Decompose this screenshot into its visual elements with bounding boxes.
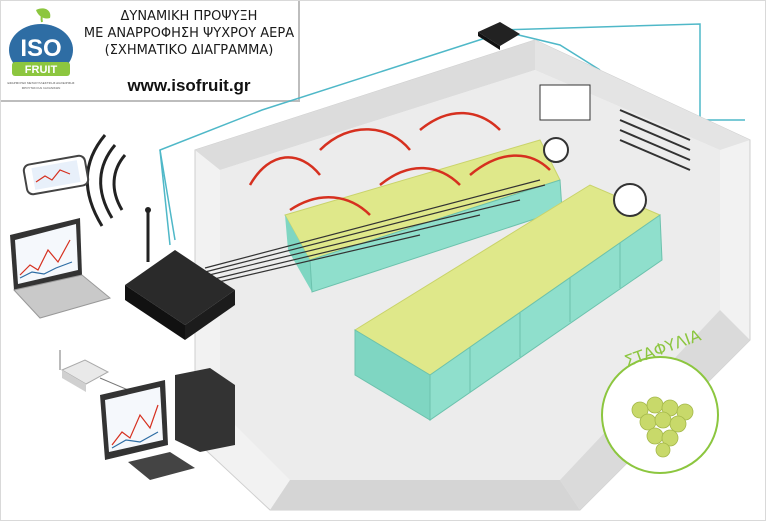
grapes-badge: [601, 356, 719, 474]
title-line-1: ΔΥΝΑΜΙΚΗ ΠΡΟΨΥΞΗ: [120, 9, 258, 24]
title-line-2: ΜΕ ΑΝΑΡΡΟΦΗΣΗ ΨΥΧΡΟΥ ΑΕΡΑ: [83, 26, 295, 41]
svg-text:ΦΡΟΥΤΩΝ ΚΑΙ ΛΑΧΑΝΙΚΩΝ: ΦΡΟΥΤΩΝ ΚΑΙ ΛΑΧΑΝΙΚΩΝ: [22, 86, 61, 90]
header-panel: ISO FRUIT ΕΦΑΡΜΟΓΕΣ ΜΕΤΑΣΥΛΛΕΚΤΙΚΗΣ ΔΙΑΧ…: [0, 0, 300, 102]
smartphone: [22, 154, 90, 196]
isofruit-logo: ISO FRUIT ΕΦΑΡΜΟΓΕΣ ΜΕΤΑΣΥΛΛΕΚΤΙΚΗΣ ΔΙΑΧ…: [8, 8, 75, 90]
diagram-title: ΔΥΝΑΜΙΚΗ ΠΡΟΨΥΞΗ ΜΕ ΑΝΑΡΡΟΦΗΣΗ ΨΥΧΡΟΥ ΑΕ…: [82, 8, 296, 59]
title-line-3: (ΣΧΗΜΑΤΙΚΟ ΔΙΑΓΡΑΜΜΑ): [104, 43, 274, 58]
pallet-row-front: [354, 184, 663, 421]
svg-text:ΕΦΑΡΜΟΓΕΣ ΜΕΤΑΣΥΛΛΕΚΤΙΚΗΣ ΔΙΑΧ: ΕΦΑΡΜΟΓΕΣ ΜΕΤΑΣΥΛΛΕΚΤΙΚΗΣ ΔΙΑΧΕΙΡΙΣΗΣ: [8, 81, 75, 85]
sensor-cables: [159, 23, 745, 246]
wall-fans: [539, 84, 691, 217]
svg-text:ISO: ISO: [20, 35, 61, 62]
wall-controller: [478, 22, 520, 50]
laptop: [10, 218, 112, 319]
svg-text:FRUIT: FRUIT: [25, 64, 58, 76]
sensor-wires: [204, 179, 546, 285]
desktop-computer: [100, 368, 235, 480]
website-link[interactable]: www.isofruit.gr: [127, 76, 251, 95]
data-logger-box: [125, 207, 235, 340]
airflow-arrows: [248, 111, 551, 216]
